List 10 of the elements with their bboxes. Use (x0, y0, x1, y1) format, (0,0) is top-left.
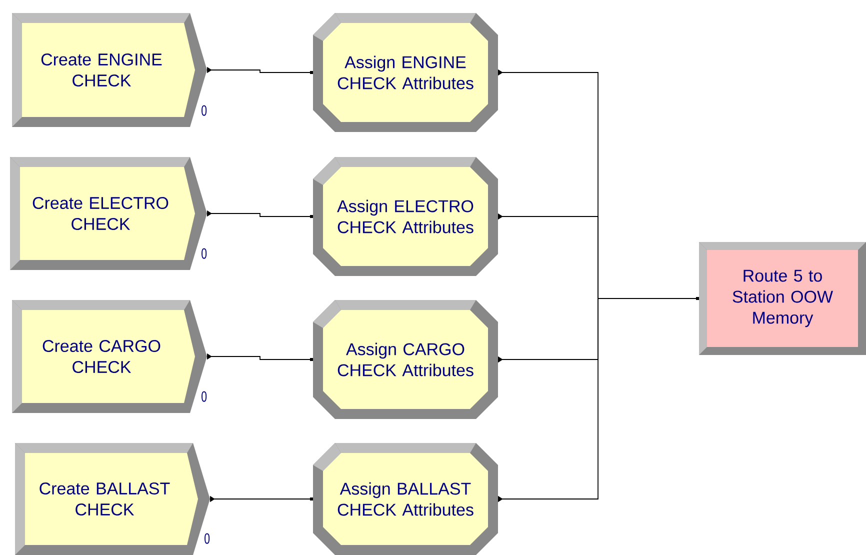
count-label: 0 (202, 105, 207, 116)
count-label: 0 (202, 248, 207, 259)
connector (498, 297, 699, 502)
assign-module: Assign CARGO CHECK Attributes (313, 300, 498, 419)
count-label: 0 (202, 391, 207, 402)
route-module: Route 5 to Station OOW Memory (699, 242, 866, 355)
assign-module: Assign ENGINE CHECK Attributes (313, 13, 498, 132)
assign-module: Assign ELECTRO CHECK Attributes (313, 157, 498, 276)
assign-module: Assign BALLAST CHECK Attributes (313, 443, 498, 555)
count-label: 0 (204, 533, 210, 544)
